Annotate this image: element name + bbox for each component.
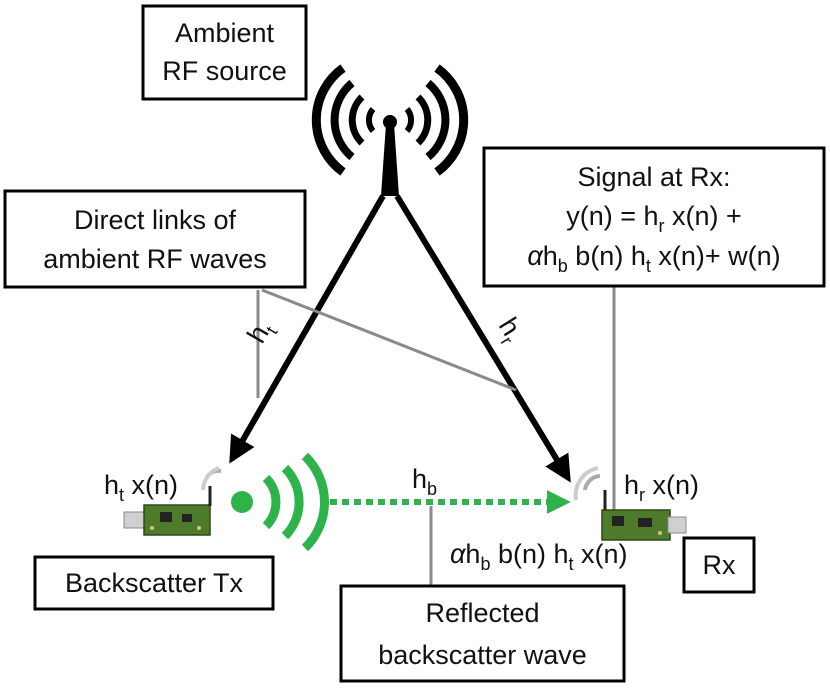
- leader-direct-right: [261, 288, 517, 392]
- tx-signal-arcs-icon: [201, 466, 222, 491]
- direct-links-box: [3, 189, 307, 289]
- signal-rx-title: Signal at Rx:: [577, 162, 730, 192]
- antenna-tower-icon: [311, 64, 469, 196]
- ambient-source-line1: Ambient: [175, 18, 275, 48]
- channel-hb-label: hb: [412, 464, 437, 499]
- rx-signal-arcs-icon: [573, 466, 601, 501]
- reflected-line2: backscatter wave: [378, 640, 587, 670]
- reflected-box: [339, 584, 626, 683]
- backscatter-tx-label: Backscatter Tx: [65, 568, 244, 598]
- ambient-source-box: [141, 4, 308, 101]
- backscatter-wave: [231, 452, 571, 552]
- rx-label: Rx: [703, 550, 736, 580]
- reflected-line1: Reflected: [425, 598, 539, 628]
- beam-to-tx: [229, 194, 386, 464]
- channel-hr-label: hr: [489, 312, 530, 348]
- usb-tag-icon: [123, 486, 212, 536]
- rx-signal-expr: hr x(n): [624, 470, 699, 505]
- direct-links-line1: Direct links of: [74, 205, 237, 235]
- beam-to-rx: [394, 194, 571, 483]
- direct-links-line2: ambient RF waves: [43, 244, 267, 274]
- signal-rx-box: [482, 146, 826, 288]
- backscatter-expr: αhb b(n) ht x(n): [450, 539, 628, 574]
- channel-ht-label: ht: [241, 316, 281, 351]
- tx-signal-expr: ht x(n): [104, 470, 178, 505]
- ambient-source-line2: RF source: [162, 56, 287, 86]
- backscatter-tx-box: [33, 555, 275, 611]
- usb-reader-icon: [601, 490, 687, 541]
- rx-box: [682, 536, 756, 594]
- signal-rx-eq2: αhb b(n) ht x(n)+ w(n): [527, 241, 780, 276]
- signal-rx-eq1: y(n) = hr x(n) +: [566, 201, 742, 236]
